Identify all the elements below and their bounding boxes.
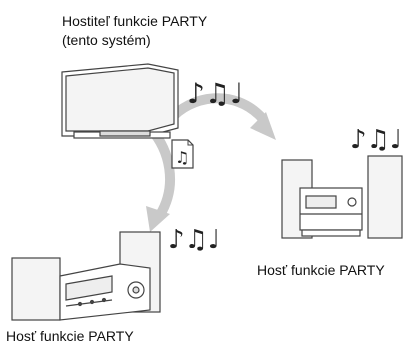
file-note-icon: ♫ xyxy=(175,148,189,167)
arrow-to-bottom-guest xyxy=(146,124,175,232)
right-guest-stereo-icon xyxy=(281,155,403,239)
bottom-guest-label: Hosť funkcie PARTY xyxy=(6,328,134,344)
music-notes-icon: ♪♫♩ xyxy=(168,225,220,255)
file-icon: ♫ xyxy=(171,139,194,169)
bottom-guest-stereo-icon xyxy=(11,231,161,321)
music-notes-icon: ♪♫♩ xyxy=(187,77,243,110)
right-guest-label: Hosť funkcie PARTY xyxy=(257,262,385,278)
host-speaker-icon xyxy=(61,63,179,139)
music-notes-icon: ♪♫♩ xyxy=(350,125,402,155)
host-title-label: Hostiteľ funkcie PARTY xyxy=(62,13,208,29)
host-subtitle-label: (tento systém) xyxy=(62,32,151,48)
